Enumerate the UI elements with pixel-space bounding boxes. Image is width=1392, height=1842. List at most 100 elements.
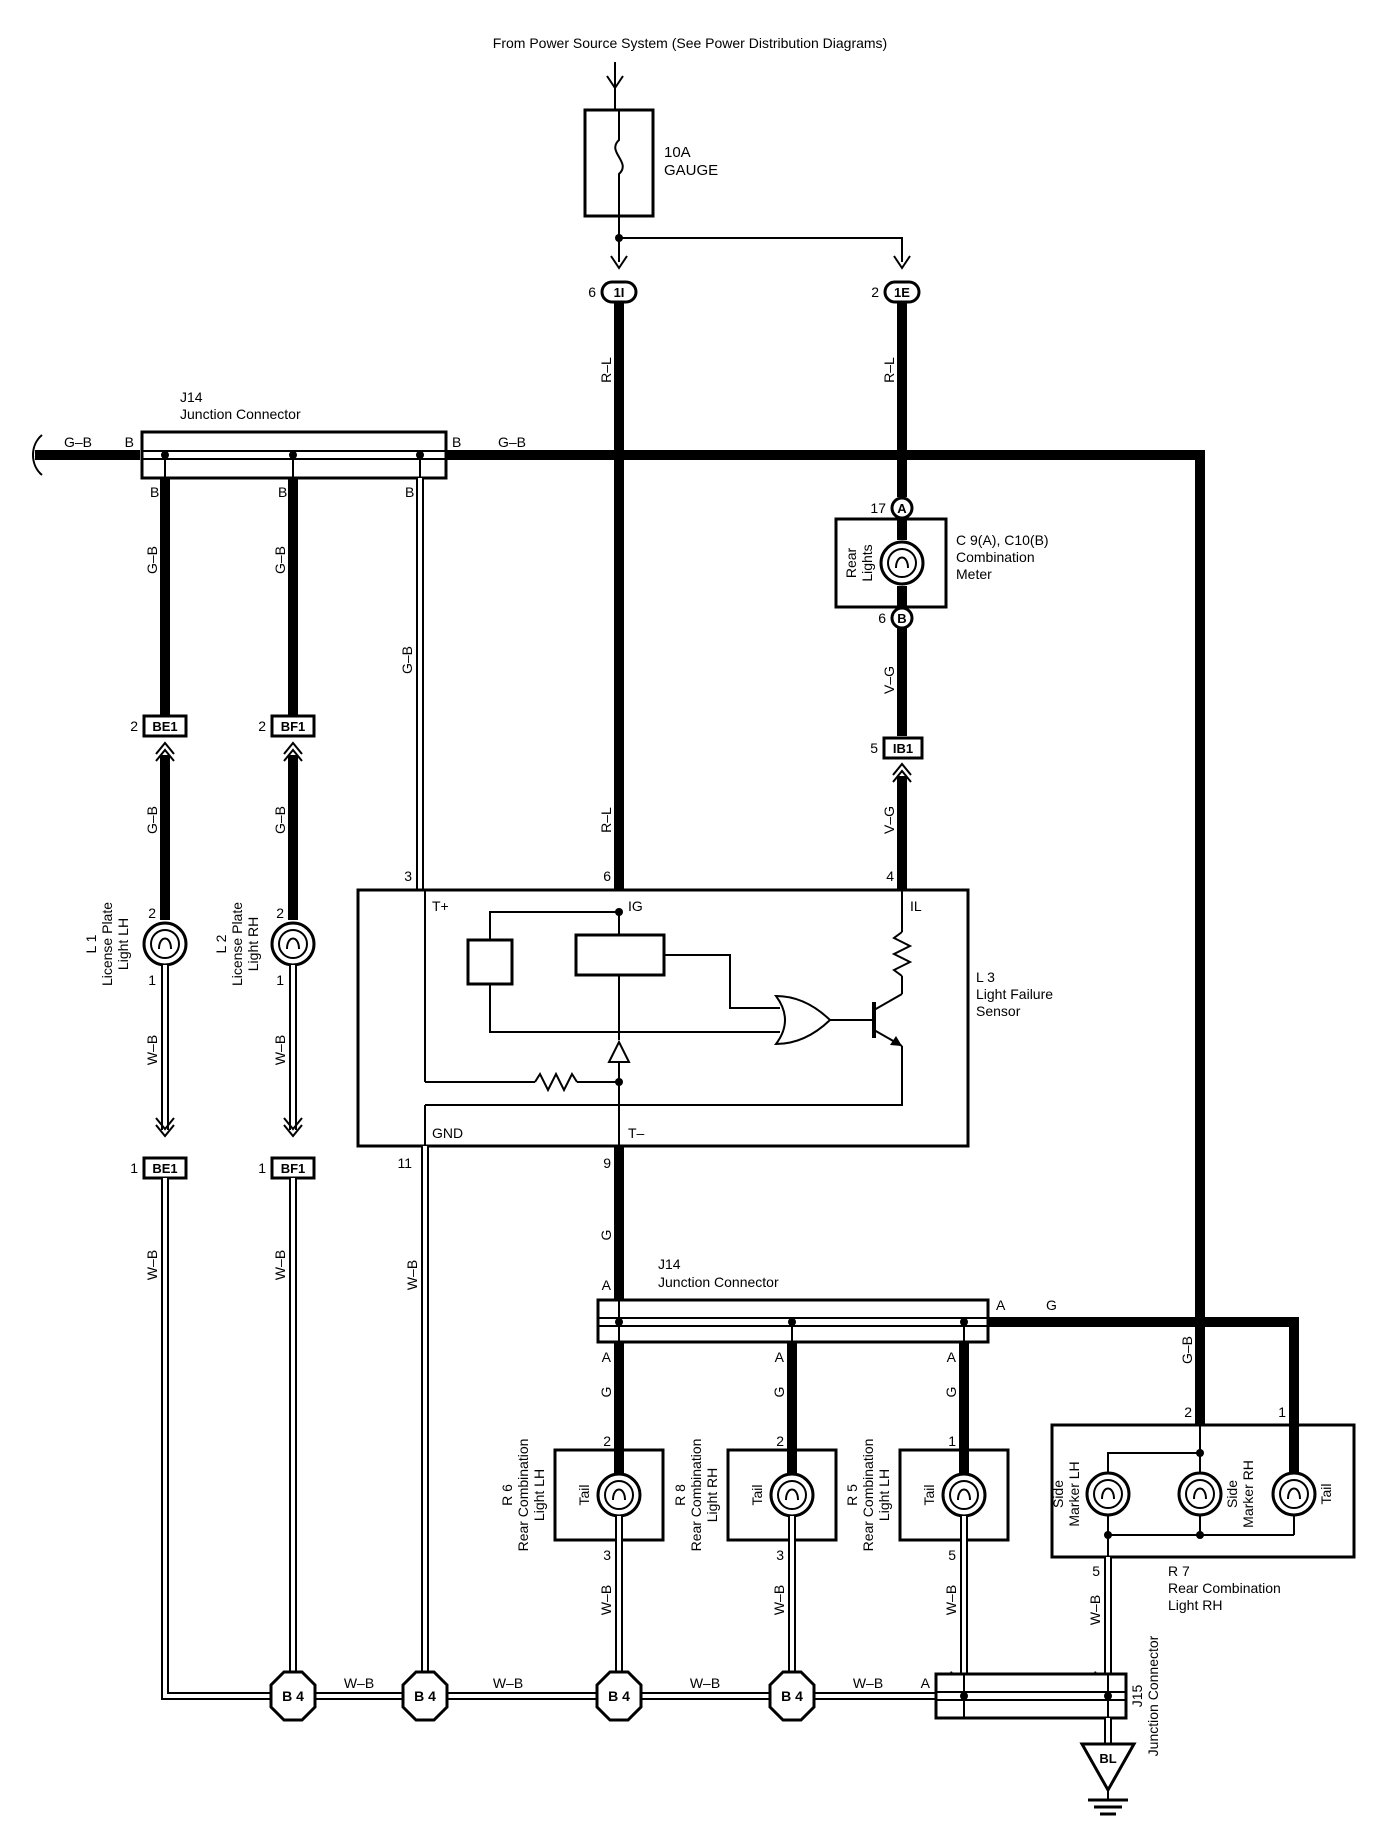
chevron-down-icon: [283, 1117, 303, 1138]
connector-BF1-top: BF1 2: [258, 714, 316, 738]
svg-text:B 4: B 4: [282, 1688, 304, 1704]
meter-label: Meter: [956, 566, 992, 582]
svg-text:A: A: [897, 501, 907, 516]
svg-text:1I: 1I: [614, 285, 625, 300]
wire-label-wb: W–B: [144, 1035, 160, 1065]
svg-text:2: 2: [130, 718, 138, 734]
r7-internal-wiring: [1104, 1425, 1299, 1557]
connector-BE1-top: BE1 2: [130, 714, 188, 738]
r5-id: R 5: [844, 1484, 860, 1506]
r7-inner-label: Tail: [1318, 1483, 1334, 1504]
power-source-label: From Power Source System (See Power Dist…: [493, 35, 887, 51]
meter-inner-label: Lights: [859, 544, 875, 581]
sensor-label: Light Failure: [976, 986, 1053, 1002]
j14-top-name: Junction Connector: [180, 406, 301, 422]
fuse-name: GAUGE: [664, 162, 718, 179]
svg-text:B 4: B 4: [608, 1688, 630, 1704]
sensor-pin-3: 3: [404, 868, 412, 884]
wire-label-gb: G–B: [1179, 1336, 1195, 1364]
fuse-branch-wire: [619, 237, 903, 262]
wire-label-gb: G–B: [272, 806, 288, 834]
l1-pin-top: 2: [148, 905, 156, 921]
r7-inner-label: Side: [1050, 1480, 1066, 1508]
meter-id: C 9(A), C10(B): [956, 532, 1049, 548]
wire-label-wb: W–B: [771, 1585, 787, 1615]
r7-pin-1: 1: [1278, 1404, 1286, 1420]
bulb-icon: [142, 921, 188, 967]
wire-label-gb: G–B: [144, 546, 160, 574]
l2-label: Light RH: [245, 917, 261, 971]
wire-label-gb: G–B: [272, 546, 288, 574]
sensor-terminal-il: IL: [910, 898, 922, 914]
sensor-terminal-tplus: T+: [432, 898, 449, 914]
wire-label-gb: G–B: [144, 806, 160, 834]
r8-pin-top: 2: [776, 1433, 784, 1449]
l1-pin-bottom: 1: [148, 972, 156, 988]
ground-point-b4: B 4: [401, 1670, 449, 1722]
chevron-down-icon: [155, 1117, 175, 1138]
chevron-up-icon: [283, 741, 303, 762]
sensor-terminal-gnd: GND: [432, 1125, 463, 1141]
wire-label-wb: W–B: [144, 1250, 160, 1280]
svg-text:BF1: BF1: [281, 719, 306, 734]
bulb-icon: [596, 1472, 642, 1518]
r6-label: Rear Combination: [515, 1439, 531, 1552]
svg-text:2: 2: [258, 718, 266, 734]
sensor-id: L 3: [976, 969, 995, 985]
l1-label: Light LH: [115, 918, 131, 970]
wire-label-wb: W–B: [943, 1585, 959, 1615]
connector-1E: 1E 2: [871, 280, 921, 304]
j14-bottom-pin: A: [947, 1349, 957, 1365]
svg-text:B: B: [897, 611, 906, 626]
r6-inner-label: Tail: [576, 1484, 592, 1505]
j15-id: J15: [1129, 1685, 1145, 1708]
svg-text:6: 6: [588, 284, 596, 300]
svg-text:6: 6: [878, 610, 886, 626]
wire-label-gb: G–B: [399, 646, 415, 674]
j15-pin: A: [921, 1675, 931, 1691]
wire-label-rl: R–L: [598, 807, 614, 833]
r7-inner-label: Marker LH: [1066, 1461, 1082, 1526]
svg-text:2: 2: [871, 284, 879, 300]
r5-label: Light LH: [876, 1469, 892, 1521]
connector-arrow-icon: [610, 255, 628, 270]
j15-name: Junction Connector: [1145, 1635, 1161, 1756]
svg-text:BE1: BE1: [152, 719, 177, 734]
bulb-icon: [270, 921, 316, 967]
bulb-icon: [1271, 1471, 1317, 1517]
svg-text:BF1: BF1: [281, 1161, 306, 1176]
r7-pin-2: 2: [1184, 1404, 1192, 1420]
r7-inner-label: Marker RH: [1240, 1460, 1256, 1528]
sensor-pin-6: 6: [603, 868, 611, 884]
sensor-terminal-ig: IG: [628, 898, 643, 914]
r7-label: Rear Combination: [1168, 1580, 1281, 1596]
wire-label-wb: W–B: [493, 1675, 523, 1691]
meter-inner-label: Rear: [843, 547, 859, 578]
l2-pin-bottom: 1: [276, 972, 284, 988]
bulb-icon: [1177, 1471, 1223, 1517]
rear-lights-indicator-icon: [879, 540, 925, 586]
or-gate-icon: [774, 994, 832, 1046]
wire-label-vg: V–G: [881, 666, 897, 694]
j14-bottom-name: Junction Connector: [658, 1274, 779, 1290]
bulb-icon: [1085, 1471, 1131, 1517]
l2-id: L 2: [213, 934, 229, 953]
l1-id: L 1: [83, 934, 99, 953]
svg-text:1E: 1E: [894, 285, 910, 300]
sensor-label: Sensor: [976, 1003, 1021, 1019]
meter-pin-a: A 17: [870, 496, 914, 520]
wire-label-g: G: [943, 1387, 959, 1398]
wire-label-wb: W–B: [1087, 1595, 1103, 1625]
wire-label-g: G: [771, 1387, 787, 1398]
wire-label-gb: G–B: [498, 434, 526, 450]
j14-bottom-pin: A: [775, 1349, 785, 1365]
svg-text:17: 17: [870, 500, 886, 516]
wire-label-g: G: [598, 1387, 614, 1398]
r5-pin-top: 1: [948, 1433, 956, 1449]
j14-bottom-id: J14: [658, 1256, 681, 1272]
connector-arrow-icon: [893, 255, 911, 270]
r7-id: R 7: [1168, 1563, 1190, 1579]
wire-label-wb: W–B: [690, 1675, 720, 1691]
r5-label: Rear Combination: [860, 1439, 876, 1552]
r6-id: R 6: [499, 1484, 515, 1506]
